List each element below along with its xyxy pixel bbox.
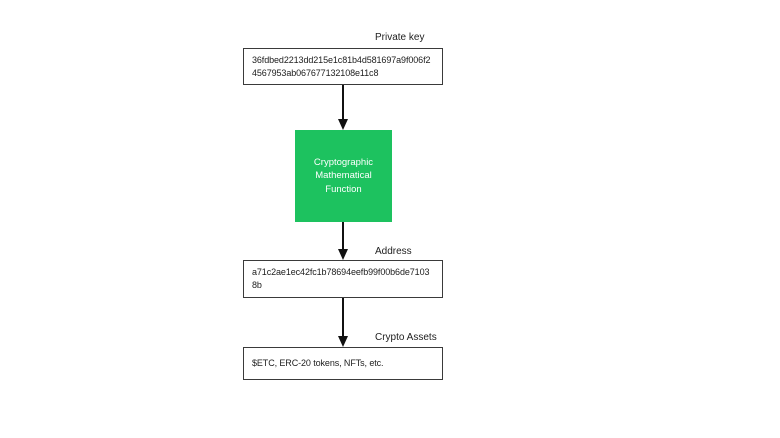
- private-key-label: Private key: [375, 32, 425, 43]
- arrow-private-key-to-function-line: [342, 85, 344, 121]
- function-text-line1: Cryptographic: [313, 156, 374, 168]
- address-label: Address: [375, 246, 412, 257]
- private-key-value-line2: 4567953ab067677132108e11c8: [252, 68, 379, 78]
- private-key-box: 36fdbed2213dd215e1c81b4d581697a9f006f2 4…: [243, 48, 443, 85]
- arrow-down-icon: [338, 336, 348, 347]
- crypto-assets-value: $ETC, ERC-20 tokens, NFTs, etc.: [252, 358, 384, 368]
- private-key-value-line1: 36fdbed2213dd215e1c81b4d581697a9f006f2: [252, 55, 431, 65]
- address-value-line1: a71c2ae1ec42fc1b78694eefb99f00b6de7103: [252, 267, 430, 277]
- arrow-down-icon: [338, 119, 348, 130]
- arrow-function-to-address-line: [342, 222, 344, 250]
- address-box: a71c2ae1ec42fc1b78694eefb99f00b6de7103 8…: [243, 260, 443, 298]
- arrow-address-to-assets-line: [342, 298, 344, 337]
- function-text-line3: Function: [325, 183, 362, 195]
- crypto-assets-box: $ETC, ERC-20 tokens, NFTs, etc.: [243, 347, 443, 380]
- function-text-line2: Mathematical: [315, 170, 372, 182]
- crypto-assets-label: Crypto Assets: [375, 332, 437, 343]
- cryptographic-function-box: Cryptographic Mathematical Function: [295, 130, 392, 222]
- address-value-line2: 8b: [252, 280, 262, 290]
- arrow-down-icon: [338, 249, 348, 260]
